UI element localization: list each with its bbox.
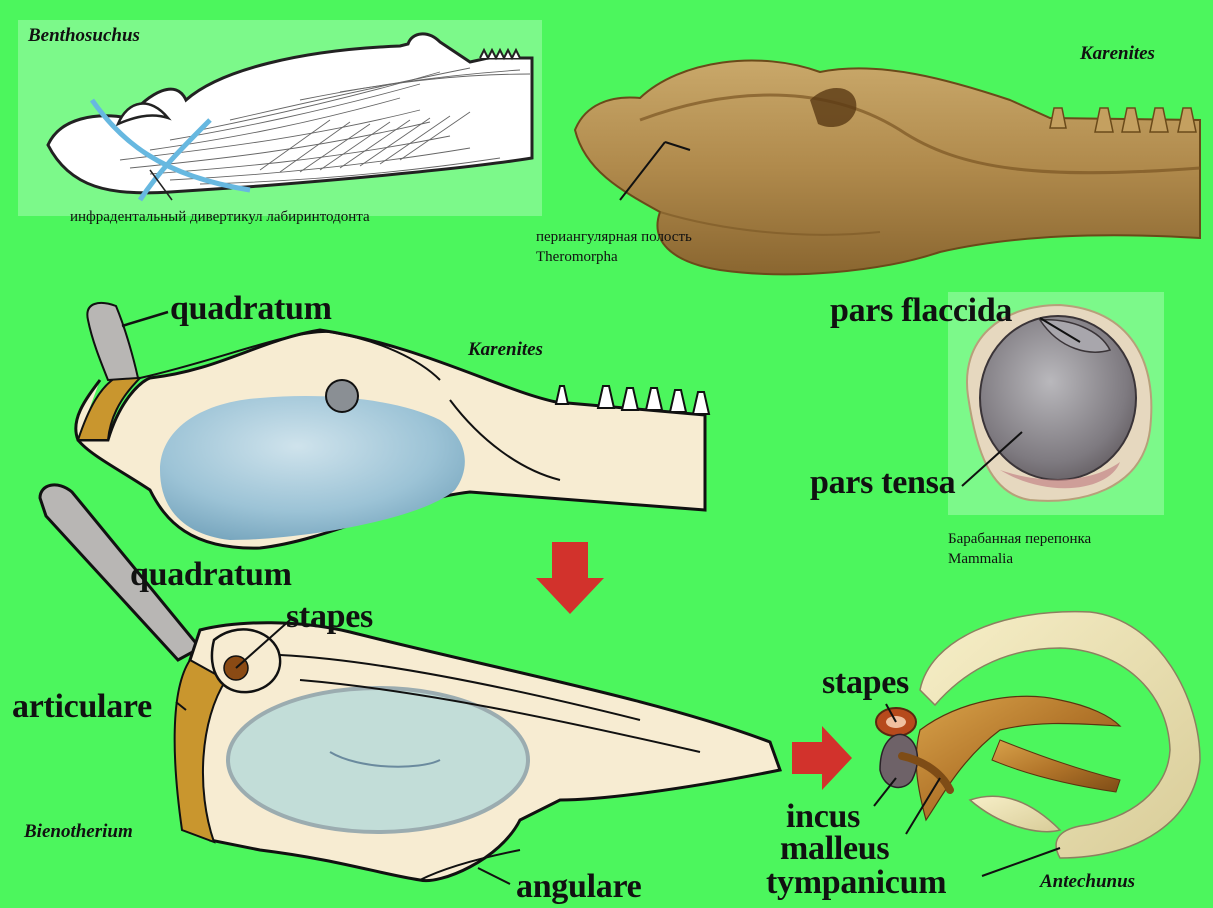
down-arrow-icon xyxy=(536,542,604,614)
tympanic-label: Барабанная перепонка xyxy=(948,530,1091,548)
benthosuchus-panel xyxy=(18,20,542,216)
infradental-label: инфрадентальный дивертикул лабиринтодонт… xyxy=(70,208,370,226)
karenites-mid-label: Karenites xyxy=(468,340,543,359)
angulare-label: angulare xyxy=(516,870,641,904)
karenites-mid-jaw xyxy=(76,303,709,548)
bienotherium-jaw xyxy=(40,485,780,884)
karenites-top-label: Karenites xyxy=(1080,44,1155,63)
mammalia-label: Mammalia xyxy=(948,550,1013,568)
right-arrow-icon xyxy=(792,726,852,790)
quadratum-label-top: quadratum xyxy=(170,292,332,326)
malleus-label: malleus xyxy=(780,832,889,866)
stapes-label-right: stapes xyxy=(822,666,909,700)
quadratum-label-bottom: quadratum xyxy=(130,558,292,592)
benthosuchus-label: Benthosuchus xyxy=(28,26,140,45)
antechunus-label: Antechunus xyxy=(1040,872,1135,891)
tympanicum-label: tympanicum xyxy=(766,866,946,900)
stapes-label-left: stapes xyxy=(286,600,373,634)
articulare-label: articulare xyxy=(12,690,152,724)
periangular-label: периангулярная полость xyxy=(536,228,692,246)
incus-label: incus xyxy=(786,800,860,834)
antechunus-ear xyxy=(874,612,1200,876)
pars-tensa-label: pars tensa xyxy=(810,466,955,500)
theromorpha-label: Theromorpha xyxy=(536,248,618,266)
pars-flaccida-label: pars flaccida xyxy=(830,294,1012,328)
bienotherium-label: Bienotherium xyxy=(24,822,133,841)
